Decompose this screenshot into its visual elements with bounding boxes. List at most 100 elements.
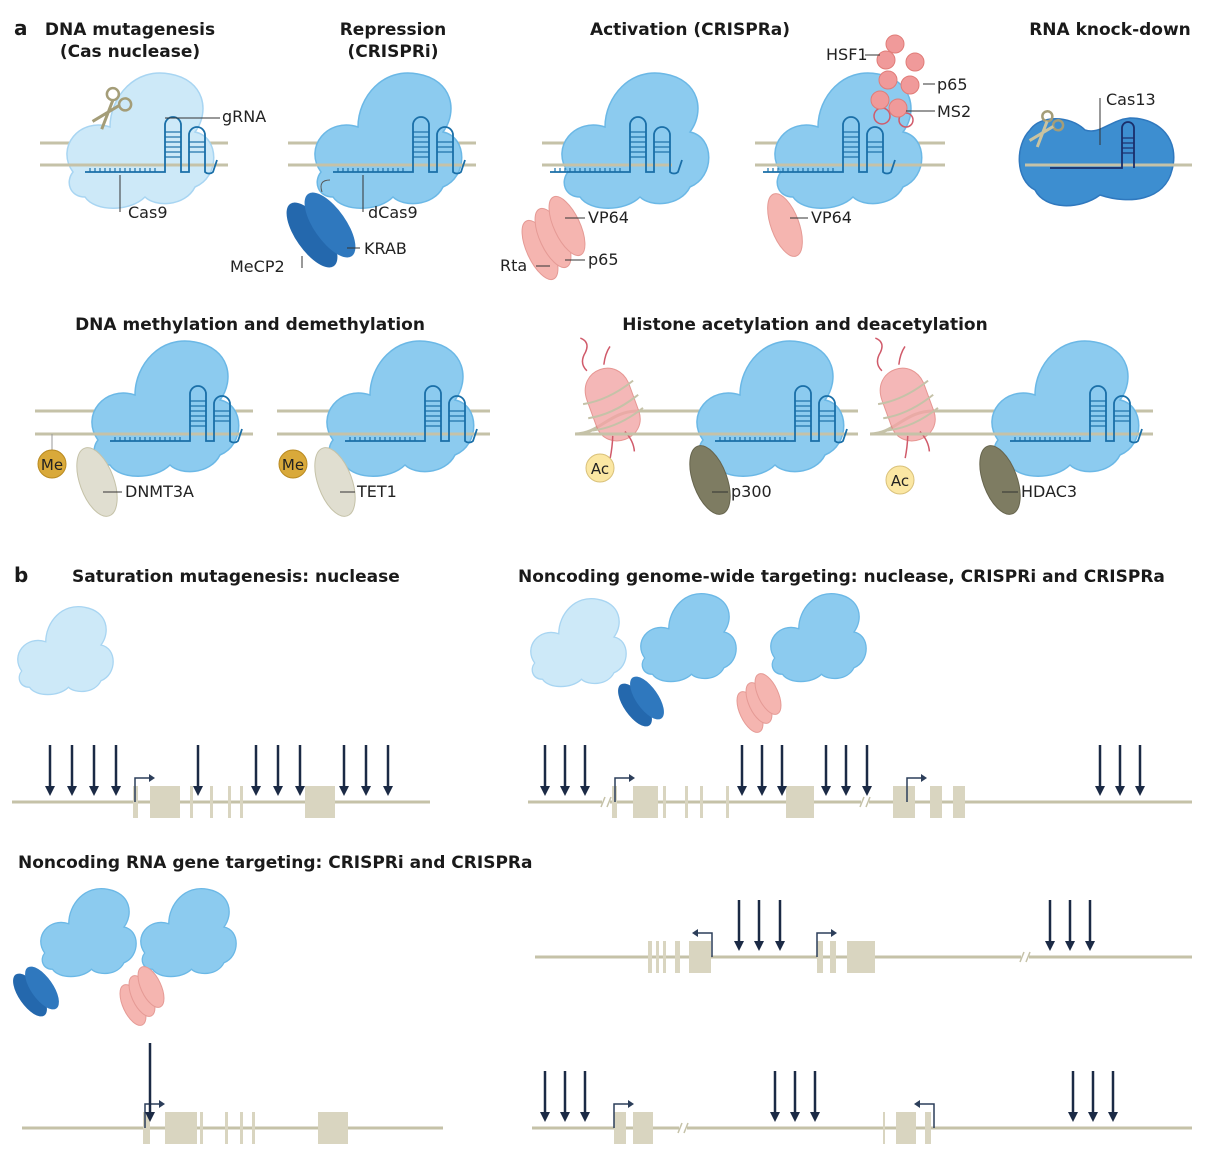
exon xyxy=(830,941,836,973)
crispra-protein xyxy=(736,592,867,733)
guide-arrowhead xyxy=(1088,1112,1098,1122)
label-hsf1: HSF1 xyxy=(826,45,868,64)
strand-break xyxy=(1021,953,1029,961)
ac-group xyxy=(885,465,915,495)
label-ac-1: Ac xyxy=(591,460,609,478)
exon xyxy=(210,786,213,818)
title-dna-mutagenesis-1: DNA mutagenesis xyxy=(45,20,215,40)
title-rna-knockdown: RNA knock-down xyxy=(1029,20,1191,40)
guide-arrowhead xyxy=(734,941,744,951)
tet1-domain xyxy=(314,447,356,517)
nuclease-protein xyxy=(17,605,114,696)
tss-arrow-icon xyxy=(906,777,921,802)
panel-b-letter: b xyxy=(14,563,28,587)
exon xyxy=(925,1112,931,1144)
guide-arrowhead xyxy=(45,786,55,796)
crispra-protein xyxy=(119,887,237,1026)
strand-break-icon xyxy=(677,1122,689,1134)
dnmt3a-domain xyxy=(76,447,118,517)
cas9-nuclease-diagram xyxy=(40,72,228,212)
strand-break xyxy=(602,798,610,806)
exon xyxy=(190,786,193,818)
guide-arrowhead xyxy=(339,786,349,796)
tss-arrowhead xyxy=(914,1100,920,1108)
crispra-vpr-diagram xyxy=(521,72,710,281)
guide-arrowhead xyxy=(821,786,831,796)
exon xyxy=(656,941,659,973)
guide-arrowhead xyxy=(580,786,590,796)
label-vp64-a: VP64 xyxy=(588,208,629,227)
me-group xyxy=(37,449,67,479)
strand-break xyxy=(861,798,869,806)
label-hdac3: HDAC3 xyxy=(1021,482,1077,501)
guide-arrowhead xyxy=(862,786,872,796)
exon xyxy=(240,1112,243,1144)
label-cas9: Cas9 xyxy=(128,203,168,222)
cas9-protein xyxy=(66,72,215,209)
exon xyxy=(143,1112,150,1144)
label-tet1: TET1 xyxy=(356,482,397,501)
title-noncoding-genome-wide: Noncoding genome-wide targeting: nucleas… xyxy=(518,567,1165,587)
label-me-2: Me xyxy=(282,456,304,474)
guide-arrowhead xyxy=(580,1112,590,1122)
crispri-protein xyxy=(618,592,737,727)
tss-arrowhead xyxy=(628,1100,634,1108)
exon xyxy=(633,1112,653,1144)
ms2-p65-hsf1-complex xyxy=(870,34,925,118)
guide-arrowhead xyxy=(754,941,764,951)
guide-arrowhead xyxy=(775,941,785,951)
tss-arrowhead xyxy=(149,774,155,782)
guide-arrowhead xyxy=(1115,786,1125,796)
histone-nucleosome xyxy=(580,337,644,459)
tss-arrow-icon xyxy=(920,1103,935,1128)
mecp2-domain xyxy=(286,202,338,268)
guide-arrowhead xyxy=(1068,1112,1078,1122)
guide-arrowhead xyxy=(89,786,99,796)
dnmt3a-diagram xyxy=(35,340,253,517)
exon xyxy=(252,1112,255,1144)
tss-arrowhead xyxy=(629,774,635,782)
tss-arrow-icon xyxy=(698,932,713,957)
krab-domain xyxy=(304,192,356,258)
panel-a-letter: a xyxy=(14,16,28,40)
guide-arrowhead xyxy=(145,1112,155,1122)
exon xyxy=(893,786,915,818)
scissors-icon xyxy=(1028,110,1065,148)
crispri-diagram xyxy=(286,72,476,268)
exon xyxy=(225,1112,228,1144)
tet1-diagram xyxy=(277,340,490,517)
label-me-1: Me xyxy=(41,456,63,474)
exon xyxy=(200,1112,203,1144)
tss-arrow-icon xyxy=(134,777,149,802)
label-p65-a: p65 xyxy=(588,250,619,269)
guide-arrowhead xyxy=(777,786,787,796)
guide-arrowhead xyxy=(1135,786,1145,796)
dcas9-protein xyxy=(314,72,463,209)
guide-arrowhead xyxy=(1045,941,1055,951)
tss-arrow-icon xyxy=(144,1103,159,1128)
exon xyxy=(305,786,335,818)
label-dnmt3a: DNMT3A xyxy=(125,482,194,501)
guide-arrowhead xyxy=(273,786,283,796)
tss-arrowhead xyxy=(159,1100,165,1108)
guide-arrowhead xyxy=(111,786,121,796)
title-saturation-mutagenesis: Saturation mutagenesis: nuclease xyxy=(72,567,400,587)
guide-arrowhead xyxy=(737,786,747,796)
guide-arrowhead xyxy=(361,786,371,796)
exon xyxy=(700,786,703,818)
exon xyxy=(689,941,711,973)
guide-arrowhead xyxy=(540,1112,550,1122)
exon xyxy=(150,786,180,818)
label-ac-2: Ac xyxy=(891,472,909,490)
guide-arrowhead xyxy=(1095,786,1105,796)
guide-arrowhead xyxy=(295,786,305,796)
guide-arrowhead xyxy=(841,786,851,796)
tss-arrowhead xyxy=(692,929,698,937)
label-rta: Rta xyxy=(500,256,527,275)
histone-nucleosome xyxy=(875,337,939,459)
me-group xyxy=(278,449,308,479)
title-dna-mutagenesis-2: (Cas nuclease) xyxy=(60,42,200,62)
cas13-diagram xyxy=(1018,98,1192,207)
strand-break xyxy=(679,1124,687,1132)
